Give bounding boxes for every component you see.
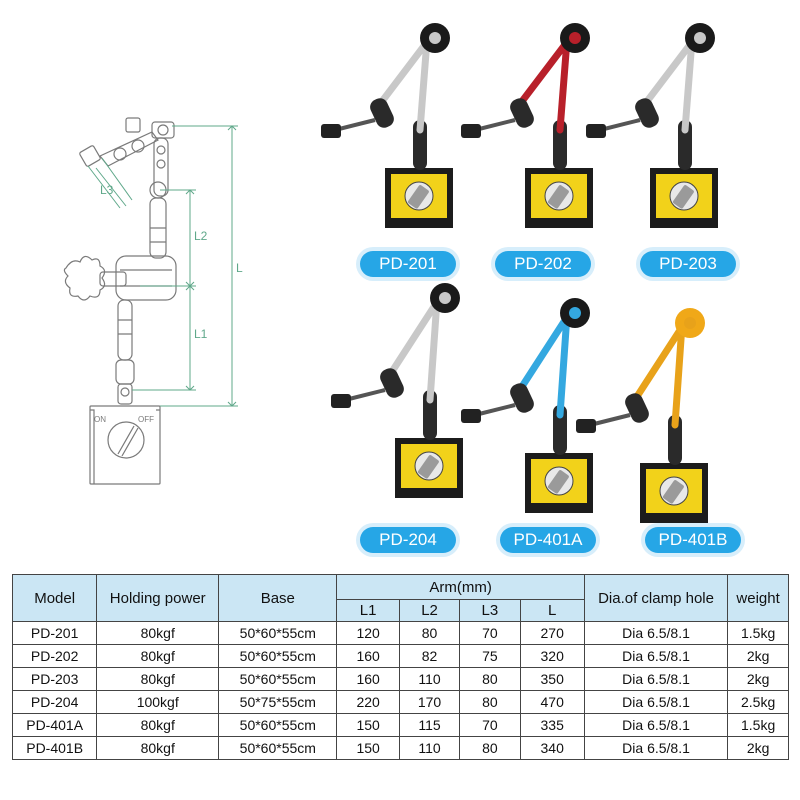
cell-model: PD-203 [11, 667, 98, 691]
cell-holding-power: 80kgf [96, 736, 220, 760]
cell-model: PD-201 [11, 621, 98, 645]
header-model: Model [11, 574, 98, 622]
cell-clamp-hole: Dia 6.5/8.1 [583, 621, 729, 645]
product-label-pd-202: PD-202 [495, 251, 591, 277]
dim-label-l2: L2 [194, 229, 208, 243]
cell-l2: 80 [398, 621, 461, 645]
product-image-pd-203 [586, 23, 718, 228]
cell-l2: 170 [398, 690, 461, 714]
technical-diagram: L3 L2 L1 L ON OFF [63, 117, 243, 485]
dim-label-l1: L1 [194, 327, 208, 341]
cell-l3: 70 [459, 621, 521, 645]
cell-clamp-hole: Dia 6.5/8.1 [583, 736, 729, 760]
spec-table: Model Holding power Base Arm(mm) Dia.of … [11, 574, 789, 760]
cell-holding-power: 100kgf [96, 690, 220, 714]
header-base: Base [218, 574, 338, 622]
cell-l3: 70 [459, 713, 521, 737]
cell-l1: 150 [336, 736, 400, 760]
cell-base: 50*60*55cm [218, 667, 338, 691]
cell-clamp-hole: Dia 6.5/8.1 [583, 644, 729, 668]
product-image-pd-202 [461, 23, 593, 228]
cell-l3: 80 [459, 667, 521, 691]
product-label-pd-201: PD-201 [360, 251, 456, 277]
cell-model: PD-401B [11, 736, 98, 760]
switch-off-label: OFF [138, 415, 154, 424]
cell-model: PD-401A [11, 713, 98, 737]
cell-model: PD-204 [11, 690, 98, 714]
switch-on-label: ON [94, 415, 106, 424]
cell-base: 50*60*55cm [218, 713, 338, 737]
cell-l2: 115 [398, 713, 461, 737]
product-label-pd-401a: PD-401A [500, 527, 596, 553]
cell-base: 50*60*55cm [218, 621, 338, 645]
cell-weight: 2.5kg [727, 690, 789, 714]
header-l1: L1 [336, 599, 400, 622]
cell-weight: 2kg [727, 644, 789, 668]
cell-l2: 82 [398, 644, 461, 668]
cell-weight: 2kg [727, 736, 789, 760]
cell-holding-power: 80kgf [96, 667, 220, 691]
cell-weight: 1.5kg [727, 713, 789, 737]
cell-l3: 80 [459, 736, 521, 760]
cell-l3: 75 [459, 644, 521, 668]
cell-base: 50*75*55cm [218, 690, 338, 714]
header-arm: Arm(mm) [336, 574, 585, 600]
cell-clamp-hole: Dia 6.5/8.1 [583, 690, 729, 714]
cell-l1: 120 [336, 621, 400, 645]
product-image-pd-201 [321, 23, 453, 228]
header-l3: L3 [459, 599, 521, 622]
header-clamp-hole: Dia.of clamp hole [583, 574, 729, 622]
cell-base: 50*60*55cm [218, 736, 338, 760]
cell-l3: 80 [459, 690, 521, 714]
cell-l: 335 [519, 713, 585, 737]
dim-label-l3: L3 [100, 183, 114, 197]
header-weight: weight [727, 574, 789, 622]
product-label-pd-204: PD-204 [360, 527, 456, 553]
cell-l: 350 [519, 667, 585, 691]
cell-l: 470 [519, 690, 585, 714]
cell-weight: 1.5kg [727, 621, 789, 645]
cell-l1: 150 [336, 713, 400, 737]
dim-label-l: L [236, 261, 243, 275]
cell-model: PD-202 [11, 644, 98, 668]
cell-base: 50*60*55cm [218, 644, 338, 668]
cell-clamp-hole: Dia 6.5/8.1 [583, 667, 729, 691]
product-image-pd-204 [331, 283, 463, 498]
cell-holding-power: 80kgf [96, 621, 220, 645]
product-image-pd-401a [461, 298, 593, 513]
cell-weight: 2kg [727, 667, 789, 691]
cell-l1: 160 [336, 667, 400, 691]
cell-l2: 110 [398, 667, 461, 691]
cell-l: 340 [519, 736, 585, 760]
header-l2: L2 [398, 599, 461, 622]
cell-clamp-hole: Dia 6.5/8.1 [583, 713, 729, 737]
cell-l1: 220 [336, 690, 400, 714]
product-image-pd-401b [576, 308, 708, 523]
product-label-pd-203: PD-203 [640, 251, 736, 277]
cell-holding-power: 80kgf [96, 713, 220, 737]
cell-l: 320 [519, 644, 585, 668]
cell-l: 270 [519, 621, 585, 645]
header-holding-power: Holding power [96, 574, 220, 622]
cell-holding-power: 80kgf [96, 644, 220, 668]
header-l: L [519, 599, 585, 622]
product-label-pd-401b: PD-401B [645, 527, 741, 553]
cell-l1: 160 [336, 644, 400, 668]
cell-l2: 110 [398, 736, 461, 760]
